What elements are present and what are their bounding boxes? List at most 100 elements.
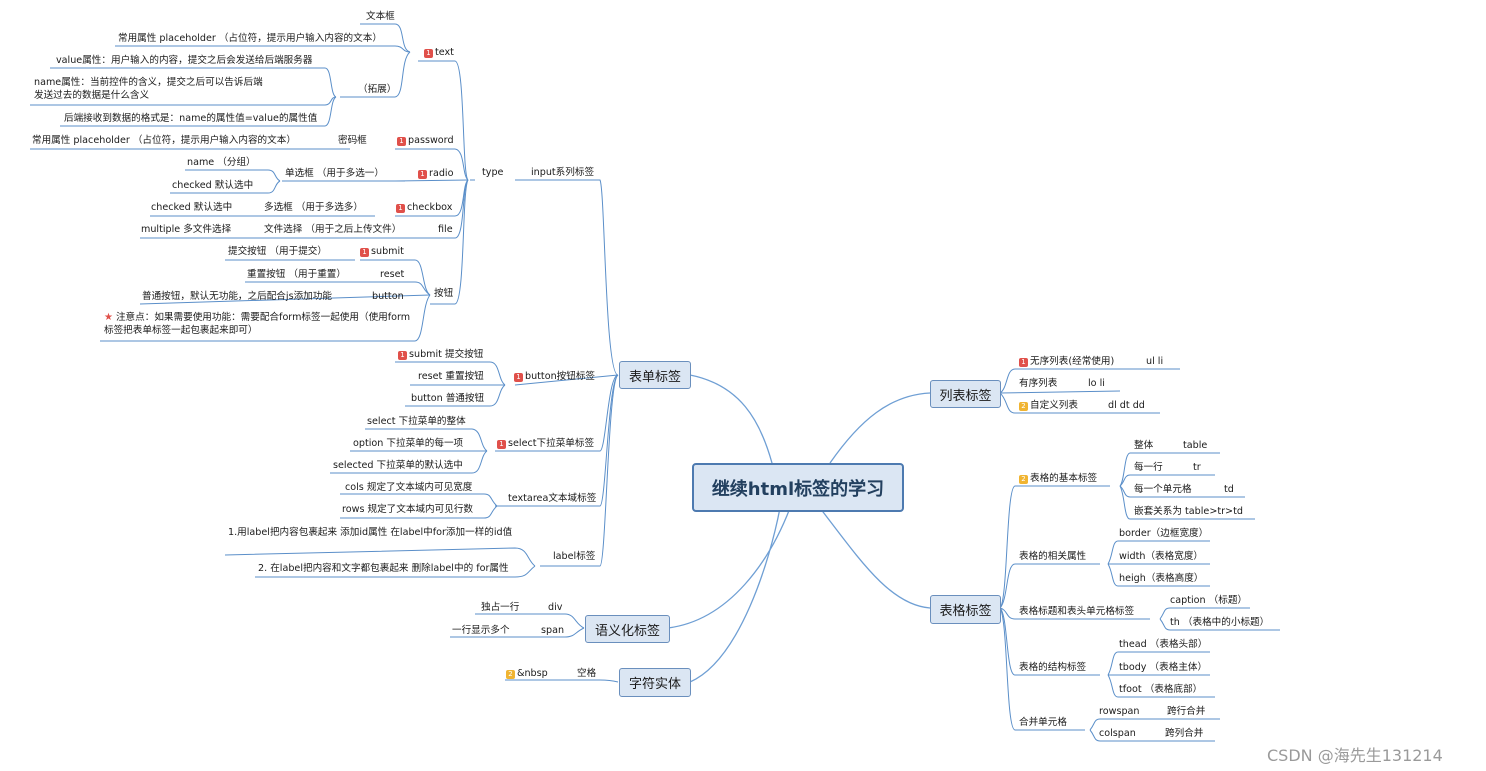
dl-node[interactable]: dl dt dd	[1108, 399, 1145, 412]
submit-desc-node[interactable]: 提交按钮 （用于提交）	[228, 245, 327, 258]
file-multiple-label: multiple 多文件选择	[141, 224, 232, 235]
radio-name-node[interactable]: name （分组）	[187, 156, 256, 169]
div-desc-node[interactable]: 独占一行	[481, 601, 519, 614]
reset-node[interactable]: reset	[380, 268, 404, 281]
text-name-node[interactable]: name属性：当前控件的含义，提交之后可以告诉后端发送过去的数据是什么含义	[34, 77, 270, 102]
caption-group-node[interactable]: 表格标题和表头单元格标签	[1019, 605, 1134, 618]
branch-form[interactable]: 表单标签	[619, 361, 691, 389]
colspan-node[interactable]: colspan	[1099, 727, 1136, 740]
reset-desc-label: 重置按钮 （用于重置）	[247, 269, 346, 280]
sel-select-node[interactable]: select 下拉菜单的整体	[367, 415, 466, 428]
password-box-node[interactable]: 密码框	[338, 134, 367, 147]
width-node[interactable]: width（表格宽度）	[1119, 550, 1203, 563]
watermark-text: CSDN @海先生131214	[1267, 746, 1443, 765]
file-node[interactable]: file	[438, 223, 453, 236]
checkbox-checked-node[interactable]: checked 默认选中	[151, 201, 232, 214]
structure-node[interactable]: 表格的结构标签	[1019, 661, 1086, 674]
ta-rows-node[interactable]: rows 规定了文本域内可见行数	[342, 503, 473, 516]
tfoot-node[interactable]: tfoot （表格底部）	[1119, 683, 1202, 696]
border-label: border（边框宽度）	[1119, 528, 1209, 539]
nest-node[interactable]: 嵌套关系为 table>tr>td	[1134, 505, 1243, 518]
nbsp-node[interactable]: 2&nbsp	[506, 667, 548, 680]
label-2-node[interactable]: 2. 在label把内容和文字都包裹起来 删除label中的 for属性	[258, 562, 509, 575]
text-placeholder-node[interactable]: 常用属性 placeholder （占位符，提示用户输入内容的文本）	[118, 32, 382, 45]
caption-label: caption （标题）	[1170, 595, 1248, 606]
table-tag-label: table	[1183, 440, 1208, 451]
caption-node[interactable]: caption （标题）	[1170, 594, 1247, 607]
sel-selected-node[interactable]: selected 下拉菜单的默认选中	[333, 459, 463, 472]
branch-entity[interactable]: 字符实体	[619, 668, 691, 697]
thead-node[interactable]: thead （表格头部）	[1119, 638, 1207, 651]
tr-label: tr	[1193, 462, 1201, 473]
label-1-label: 1.用label把内容包裹起来 添加id属性 在label中for添加一样的id…	[228, 527, 513, 538]
space-node[interactable]: 空格	[577, 667, 596, 680]
input-series-node[interactable]: input系列标签	[531, 166, 594, 179]
ul-node[interactable]: ul li	[1146, 355, 1163, 368]
border-node[interactable]: border（边框宽度）	[1119, 527, 1208, 540]
ta-cols-node[interactable]: cols 规定了文本域内可见宽度	[345, 481, 472, 494]
password-placeholder-node[interactable]: 常用属性 placeholder （占位符，提示用户输入内容的文本）	[32, 134, 296, 147]
text-value-node[interactable]: value属性：用户输入的内容，提交之后会发送给后端服务器	[56, 54, 312, 67]
colspan-desc-node[interactable]: 跨列合并	[1165, 727, 1203, 740]
ol-title-node[interactable]: 有序列表	[1019, 377, 1057, 390]
th-node[interactable]: th （表格中的小标题）	[1170, 616, 1269, 629]
button-node[interactable]: button	[372, 290, 404, 303]
label-1-node[interactable]: 1.用label把内容包裹起来 添加id属性 在label中for添加一样的id…	[228, 527, 524, 540]
cell-node[interactable]: 每一个单元格	[1134, 483, 1192, 496]
sel-option-node[interactable]: option 下拉菜单的每一项	[353, 437, 463, 450]
table-attrs-node[interactable]: 表格的相关属性	[1019, 550, 1086, 563]
table-tag-node[interactable]: table	[1183, 439, 1207, 452]
root-topic[interactable]: 继续html标签的学习	[692, 463, 904, 512]
div-node[interactable]: div	[548, 601, 562, 614]
merge-node[interactable]: 合并单元格	[1019, 716, 1067, 729]
branch-table[interactable]: 表格标签	[930, 595, 1001, 624]
span-node[interactable]: span	[541, 624, 564, 637]
text-expand-node[interactable]: （拓展）	[358, 83, 396, 96]
td-node[interactable]: td	[1224, 483, 1234, 496]
heigh-node[interactable]: heigh（表格高度）	[1119, 572, 1203, 585]
reset-desc-node[interactable]: 重置按钮 （用于重置）	[247, 268, 346, 281]
file-multiple-node[interactable]: multiple 多文件选择	[141, 223, 231, 236]
button-group-node[interactable]: 按钮	[434, 287, 453, 300]
whole-node[interactable]: 整体	[1134, 439, 1153, 452]
structure-label: 表格的结构标签	[1019, 662, 1087, 673]
textarea-node[interactable]: textarea文本域标签	[508, 492, 596, 505]
tr-node[interactable]: tr	[1193, 461, 1201, 474]
span-desc-node[interactable]: 一行显示多个	[452, 624, 510, 637]
branch-list[interactable]: 列表标签	[930, 380, 1001, 408]
text-name-label: name属性：当前控件的含义，提交之后可以告诉后端发送过去的数据是什么含义	[34, 77, 263, 101]
bt-button-node[interactable]: button 普通按钮	[411, 392, 484, 405]
radio-single-node[interactable]: 单选框 （用于多选一）	[285, 167, 384, 180]
radio-label: radio	[429, 168, 454, 179]
radio-checked-node[interactable]: checked 默认选中	[172, 179, 253, 192]
priority-2-marker: 2	[1019, 402, 1028, 411]
ol-node[interactable]: lo li	[1088, 377, 1105, 390]
tbody-node[interactable]: tbody （表格主体）	[1119, 661, 1207, 674]
row-node[interactable]: 每一行	[1134, 461, 1163, 474]
text-format-node[interactable]: 后端接收到数据的格式是：name的属性值=value的属性值	[64, 112, 317, 125]
text-textbox-node[interactable]: 文本框	[366, 10, 395, 23]
type-node[interactable]: type	[482, 166, 503, 179]
rowspan-desc-node[interactable]: 跨行合并	[1167, 705, 1205, 718]
file-select-node[interactable]: 文件选择 （用于之后上传文件）	[264, 223, 401, 236]
bt-reset-node[interactable]: reset 重置按钮	[418, 370, 484, 383]
label-tag-node[interactable]: label标签	[553, 550, 595, 563]
branch-semantic[interactable]: 语义化标签	[585, 615, 670, 643]
button-desc-node[interactable]: 普通按钮，默认无功能，之后配合js添加功能	[142, 290, 332, 303]
checkbox-multi-node[interactable]: 多选框 （用于多选多）	[264, 201, 363, 214]
type-label: type	[482, 167, 504, 178]
note-node[interactable]: ★注意点：如果需要使用功能：需要配合form标签一起使用（使用form标签把表单…	[104, 312, 416, 337]
rowspan-node[interactable]: rowspan	[1099, 705, 1140, 718]
